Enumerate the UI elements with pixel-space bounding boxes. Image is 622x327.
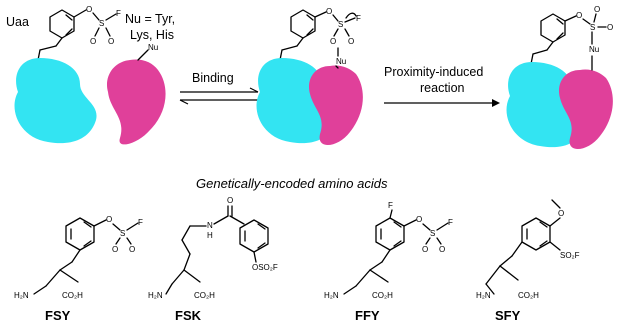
amino-acid-fsk: H₂N CO₂H N H O OSO₂F FSK: [148, 196, 278, 323]
stage-unbound: Uaa O S F O O Nu Nu = Tyr, Lys, His: [6, 5, 175, 145]
amino-acid-fsy: H₂N CO₂H O S F O O FSY: [14, 215, 143, 323]
fsk-ring: [239, 219, 269, 253]
ffy-so-2: O: [439, 245, 445, 254]
fsk-oso2f: OSO₂F: [252, 263, 278, 272]
stage-bound-complex: O S F O O Nu: [256, 7, 363, 146]
uaa-so-2: O: [108, 37, 114, 46]
complex-so-2: O: [348, 37, 354, 46]
reaction-label-line1: Proximity-induced: [384, 65, 483, 79]
protein-magenta-bound: [308, 65, 363, 146]
product-aryl-ring: [540, 13, 566, 43]
ffy-ring: [375, 217, 405, 251]
complex-o-atom: O: [326, 7, 332, 16]
uaa-label: Uaa: [6, 15, 29, 29]
ffy-amine: H₂N: [324, 291, 339, 300]
fsy-amine: H₂N: [14, 291, 29, 300]
product-s-atom: S: [590, 23, 595, 32]
fsk-n: N: [207, 221, 213, 230]
sfy-name: SFY: [495, 308, 521, 323]
uaa-s-atom: S: [99, 19, 104, 28]
sfy-ring: [521, 217, 551, 251]
ffy-name: FFY: [355, 308, 380, 323]
ffy-acid: CO₂H: [372, 291, 393, 300]
ffy-s: S: [430, 229, 435, 238]
complex-f-atom: F: [356, 14, 361, 23]
protein-magenta-product: [558, 69, 613, 150]
sfy-amine: H₂N: [476, 291, 491, 300]
binding-label: Binding: [192, 71, 234, 85]
fsy-ring: [65, 217, 95, 251]
stage-covalent-complex: O S O O Nu: [506, 5, 613, 150]
ffy-f: F: [448, 218, 453, 227]
product-so-1: O: [594, 5, 600, 14]
protein-magenta: [106, 59, 166, 145]
uaa-o-atom: O: [86, 5, 92, 14]
ffy-so-1: O: [422, 245, 428, 254]
fsy-s: S: [120, 229, 125, 238]
section-title: Genetically-encoded amino acids: [196, 176, 388, 191]
fsy-o: O: [106, 215, 112, 224]
fsy-name: FSY: [45, 308, 71, 323]
sfy-so2f: SO₂F: [560, 251, 580, 260]
product-o-atom: O: [576, 11, 582, 20]
ffy-o: O: [416, 215, 422, 224]
fsy-so-2: O: [129, 245, 135, 254]
nu-definition-line1: Nu = Tyr,: [125, 12, 175, 26]
fsk-acid: CO₂H: [194, 291, 215, 300]
fsk-h: H: [207, 231, 213, 240]
reaction-arrow: Proximity-induced reaction: [384, 65, 500, 107]
complex-aryl-ring: [290, 9, 316, 39]
nu-definition-line2: Lys, His: [130, 28, 174, 42]
amino-acid-ffy: F H₂N CO₂H O S F O O FFY: [324, 201, 453, 323]
fsy-so-1: O: [112, 245, 118, 254]
ffy-ring-f: F: [388, 201, 393, 210]
complex-s-atom: S: [338, 20, 343, 29]
protein-cyan: [14, 58, 97, 144]
amino-acid-sfy: O SO₂F H₂N CO₂H SFY: [476, 199, 580, 323]
nu-label-2: Nu: [336, 57, 346, 66]
uaa-aryl-ring: [49, 9, 75, 39]
binding-equilibrium-arrows: Binding: [179, 71, 259, 105]
uaa-so-1: O: [90, 37, 96, 46]
nu-label-1: Nu: [148, 43, 158, 52]
fsk-carbonyl-o: O: [227, 196, 233, 205]
product-so-2: O: [607, 23, 613, 32]
fsy-f: F: [138, 218, 143, 227]
sfy-o: O: [558, 209, 564, 218]
complex-so-1: O: [330, 37, 336, 46]
nu-label-3: Nu: [589, 45, 599, 54]
uaa-f-atom: F: [116, 9, 121, 18]
reaction-label-line2: reaction: [420, 81, 465, 95]
fsk-name: FSK: [175, 308, 202, 323]
curved-arrow-icon: [345, 12, 357, 19]
sfy-acid: CO₂H: [518, 291, 539, 300]
fsk-amine: H₂N: [148, 291, 163, 300]
fsy-acid: CO₂H: [62, 291, 83, 300]
